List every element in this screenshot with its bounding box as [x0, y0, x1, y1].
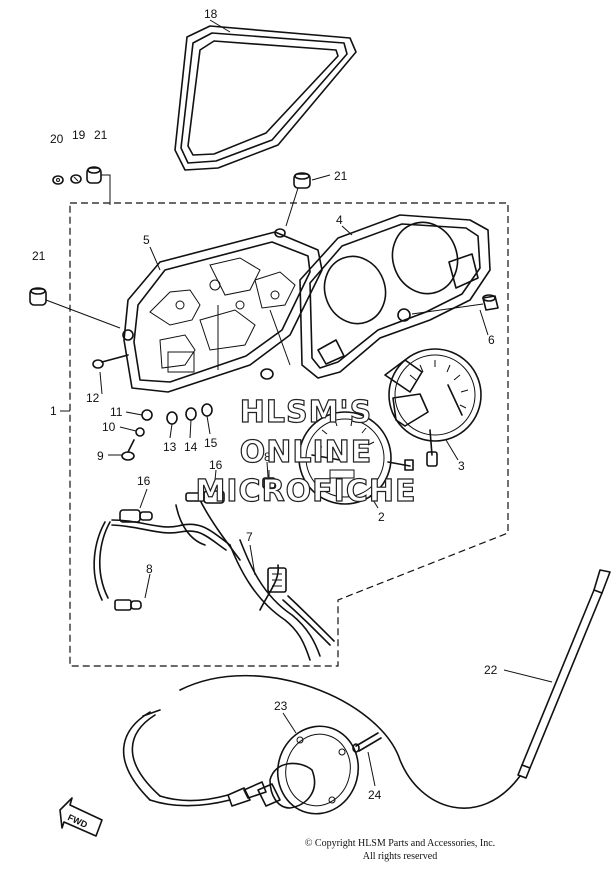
callout-1: 1: [50, 404, 57, 418]
callout-20: 20: [50, 132, 64, 146]
callout-23: 23: [274, 699, 288, 713]
leader-line: [45, 299, 121, 329]
callout-21: 21: [32, 249, 46, 263]
callout-14: 14: [184, 440, 198, 454]
part-8-bulb-b: [114, 599, 142, 611]
part-15-nut: [201, 403, 213, 417]
part-12-screw: [92, 354, 129, 369]
part-21-grommet-left: [29, 287, 47, 306]
copyright-line-2: All rights reserved: [363, 851, 437, 862]
watermark-line-3: MICROFICHE: [196, 474, 417, 509]
part-21-grommet-mid: [274, 228, 286, 238]
part-4-meter-cover: [299, 214, 491, 379]
callout-5: 5: [143, 233, 150, 247]
part-19-washer: [70, 174, 82, 184]
leader-line: [411, 303, 484, 315]
callout-18: 18: [204, 7, 218, 21]
leader-lines: [60, 19, 553, 787]
callout-3: 3: [458, 459, 465, 473]
part-23-drive-gear: [257, 725, 360, 815]
callout-8: 8: [146, 562, 153, 576]
fwd-arrow: [59, 797, 103, 837]
callout-16: 16: [209, 458, 223, 472]
callout-12: 12: [86, 391, 100, 405]
part-7-wire-harness: [93, 499, 335, 661]
assembly-boundary: [69, 202, 509, 667]
part-21-grommet-case: [260, 368, 274, 380]
copyright-line-1: © Copyright HLSM Parts and Accessories, …: [305, 838, 495, 849]
callout-2: 2: [378, 510, 385, 524]
callout-21: 21: [94, 128, 108, 142]
callout-4: 4: [336, 213, 343, 227]
callout-21: 21: [334, 169, 348, 183]
part-11-nut: [141, 409, 153, 421]
part-21-grommet-right: [293, 172, 311, 189]
watermark-line-1: HLSM'S: [240, 395, 372, 430]
part-2-speedometer: [298, 411, 414, 505]
part-10-washer: [135, 427, 145, 437]
callout-6: 6: [488, 333, 495, 347]
watermark: HLSM'S ONLINE MICROFICHE: [195, 394, 417, 509]
bolt-5-mount: [122, 329, 134, 341]
callout-16: 16: [137, 474, 151, 488]
callout-10: 10: [102, 420, 116, 434]
leader-line: [101, 174, 111, 205]
part-20-nut: [52, 175, 64, 185]
part-6-socket: [482, 294, 499, 311]
callout-24: 24: [368, 788, 382, 802]
part-22-cable: [122, 569, 611, 809]
part-5-meter-case: [123, 231, 323, 393]
part-8-bulb-a: [262, 470, 276, 489]
callout-9: 9: [97, 449, 104, 463]
callout-8: 8: [264, 450, 271, 464]
part-14-washer: [185, 407, 197, 421]
callout-19: 19: [72, 128, 86, 142]
callout-22: 22: [484, 663, 498, 677]
callout-13: 13: [163, 440, 177, 454]
part-21-grommet-top: [86, 166, 102, 184]
callout-11: 11: [110, 405, 123, 419]
part-3-tachometer: [384, 348, 482, 467]
part-24-pin: [352, 732, 382, 753]
part-13-washer: [166, 411, 178, 425]
leader-line: [285, 187, 299, 227]
callout-15: 15: [204, 436, 218, 450]
callout-7: 7: [246, 530, 253, 544]
watermark-line-2: ONLINE: [240, 435, 373, 470]
part-16-socket-b: [185, 490, 225, 504]
part-9-screw: [121, 439, 135, 461]
part-18-seal: [174, 25, 357, 171]
